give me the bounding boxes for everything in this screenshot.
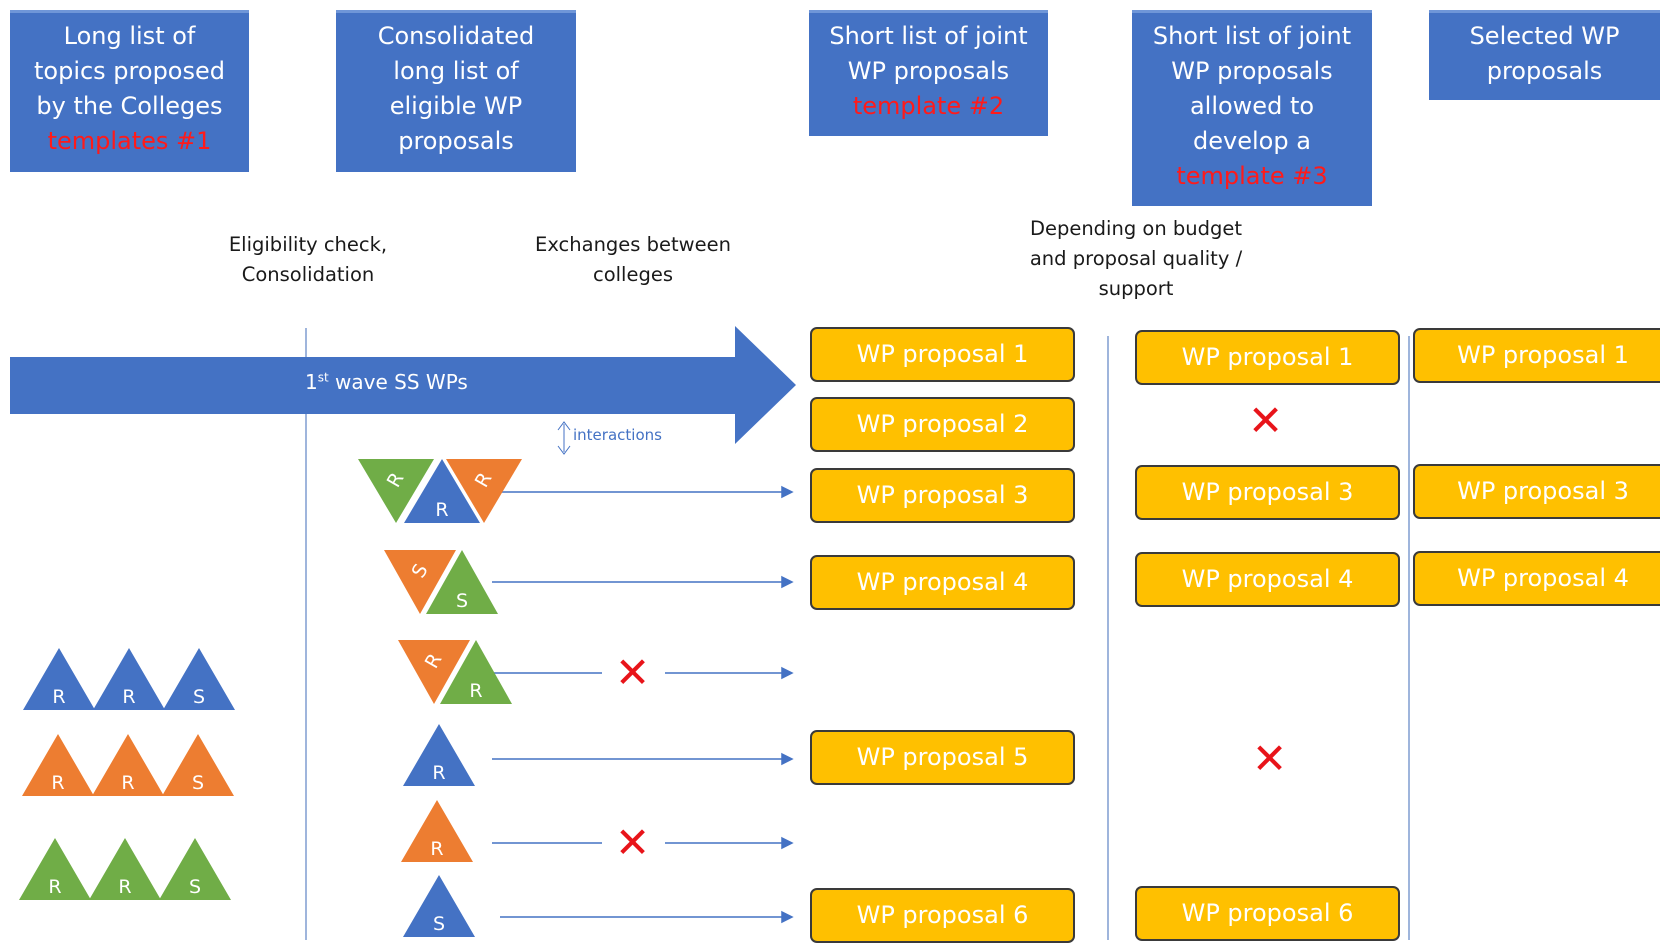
wave-arrow	[10, 326, 796, 444]
label-budget: Depending on budget and proposal quality…	[1002, 214, 1270, 304]
label-eligibility: Eligibility check, Consolidation	[202, 230, 414, 290]
header-allowed-template: template #3	[1176, 162, 1328, 190]
header-short-list-line1: Short list of joint	[829, 22, 1028, 50]
selected-proposal-1: WP proposal 1	[1413, 328, 1660, 383]
allowed-proposal-6: WP proposal 6	[1135, 886, 1400, 941]
interactions-arrow-top	[557, 421, 571, 431]
label-eligibility-line1: Eligibility check,	[228, 233, 388, 256]
header-long-list: Long list of topics proposed by the Coll…	[10, 10, 249, 172]
triangle-letter: R	[48, 876, 62, 898]
header-long-list-template: templates #1	[47, 127, 212, 155]
header-long-list-line3: by the Colleges	[36, 92, 223, 120]
label-exchanges-line1: Exchanges between	[535, 233, 731, 256]
reject-exchange-b-icon: ✕	[615, 818, 651, 867]
triangle-letter: S	[191, 772, 205, 794]
triangle-letter: S	[432, 913, 446, 935]
triangle-letter: S	[455, 590, 469, 612]
connector-3-head	[781, 485, 794, 499]
header-selected: Selected WP proposals	[1429, 10, 1660, 100]
allowed-proposal-1: WP proposal 1	[1135, 330, 1400, 385]
header-allowed-line1: Short list of joint	[1152, 22, 1352, 50]
header-selected-line1: Selected WP	[1469, 22, 1620, 50]
separator-eligibility	[305, 328, 307, 940]
triangle-letter: R	[383, 468, 409, 492]
header-long-list-line2: topics proposed	[33, 57, 225, 85]
triangle-letter: R	[471, 468, 497, 492]
triangle-letter: R	[469, 680, 483, 702]
allowed-reject-5-icon: ✕	[1252, 734, 1288, 783]
label-exchanges: Exchanges between colleges	[520, 230, 746, 290]
header-selected-line2: proposals	[1486, 57, 1603, 85]
connector-rejected-a-head	[781, 666, 794, 680]
label-budget-line2: and proposal quality /	[1029, 247, 1243, 270]
header-consolidated: Consolidated long list of eligible WP pr…	[336, 10, 576, 172]
header-allowed-line4: develop a	[1193, 127, 1311, 155]
triangle-letter: R	[118, 876, 132, 898]
header-allowed-line3: allowed to	[1189, 92, 1315, 120]
arrow-label-sup: st	[317, 370, 329, 385]
triangle-letter: R	[122, 686, 136, 708]
selected-proposal-3: WP proposal 3	[1413, 464, 1660, 519]
short-list-proposal-4: WP proposal 4	[810, 555, 1075, 610]
header-consolidated-line4: proposals	[398, 127, 514, 155]
short-list-proposal-6: WP proposal 6	[810, 888, 1075, 943]
short-list-proposal-3: WP proposal 3	[810, 468, 1075, 523]
label-eligibility-line2: Consolidation	[241, 263, 375, 286]
triangle-letter: R	[432, 762, 446, 784]
connector-6-head	[781, 910, 794, 924]
arrow-label-prefix: 1	[305, 370, 318, 394]
allowed-proposal-3: WP proposal 3	[1135, 465, 1400, 520]
interactions-arrow-bottom	[557, 445, 571, 455]
label-budget-line1: Depending on budget	[1029, 217, 1243, 240]
label-exchanges-line2: colleges	[592, 263, 674, 286]
separator-budget	[1107, 336, 1109, 940]
header-short-list: Short list of joint WP proposals templat…	[809, 10, 1048, 136]
header-long-list-line1: Long list of	[63, 22, 196, 50]
triangle-letter: R	[52, 686, 66, 708]
triangle-letter: R	[435, 499, 449, 521]
arrow-label-suffix: wave SS WPs	[328, 370, 468, 394]
header-short-list-allowed: Short list of joint WP proposals allowed…	[1132, 10, 1372, 206]
header-consolidated-line1: Consolidated	[377, 22, 535, 50]
connector-rejected-b-head	[781, 836, 794, 850]
reject-exchange-a-icon: ✕	[615, 648, 651, 697]
triangle-letter: R	[121, 772, 135, 794]
connector-5-head	[781, 752, 794, 766]
triangle-letter: S	[192, 686, 206, 708]
connector-4-head	[781, 575, 794, 589]
triangle-letter: R	[421, 649, 447, 673]
header-allowed-line2: WP proposals	[1171, 57, 1333, 85]
triangle-letter: R	[51, 772, 65, 794]
short-list-proposal-2: WP proposal 2	[810, 397, 1075, 452]
allowed-reject-2-icon: ✕	[1248, 396, 1284, 445]
label-budget-line3: support	[1098, 277, 1174, 300]
short-list-proposal-5: WP proposal 5	[810, 730, 1075, 785]
allowed-proposal-4: WP proposal 4	[1135, 552, 1400, 607]
short-list-proposal-1: WP proposal 1	[810, 327, 1075, 382]
arrow-label: 1st wave SS WPs	[305, 370, 468, 394]
header-short-list-template: template #2	[852, 92, 1005, 120]
triangle-letter: S	[188, 876, 202, 898]
interactions-label: interactions	[573, 426, 662, 444]
header-consolidated-line3: eligible WP	[389, 92, 523, 120]
separator-selected	[1408, 336, 1410, 940]
header-short-list-line2: WP proposals	[847, 57, 1010, 85]
triangle-letter: R	[430, 838, 444, 860]
triangle-letter: S	[407, 560, 433, 582]
selected-proposal-4: WP proposal 4	[1413, 551, 1660, 606]
header-consolidated-line2: long list of	[393, 57, 519, 85]
